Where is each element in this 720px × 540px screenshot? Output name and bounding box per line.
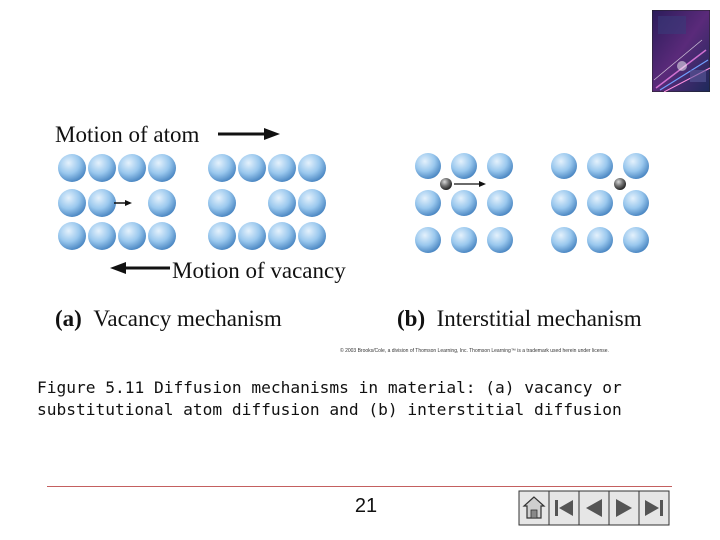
motion-of-vacancy-label: Motion of vacancy [172, 258, 346, 283]
footer-divider [47, 486, 672, 487]
motion-of-vacancy-arrow [110, 262, 170, 274]
previous-page-button[interactable] [578, 490, 610, 526]
last-page-icon [645, 500, 663, 516]
book-cover-image [652, 10, 710, 92]
panel-a-title: Vacancy mechanism [93, 306, 282, 331]
home-icon [522, 496, 546, 519]
page-number: 21 [354, 495, 378, 517]
panel-a-letter: (a) [55, 306, 82, 331]
motion-of-atom-label: Motion of atom [55, 122, 200, 147]
panel-b-letter: (b) [397, 306, 426, 331]
slide-navigation [518, 490, 670, 526]
interstitial-lattice [415, 153, 649, 253]
first-page-icon [555, 500, 573, 516]
figure-caption: Figure 5.11 Diffusion mechanisms in mate… [37, 378, 622, 419]
home-button[interactable] [518, 490, 550, 526]
next-page-button[interactable] [608, 490, 640, 526]
interstitial-atom-start [440, 178, 452, 190]
panel-b-label: (b) Interstitial mechanism [397, 306, 642, 332]
next-page-icon [616, 499, 632, 517]
diffusion-diagram [58, 128, 649, 274]
interstitial-atom-end [614, 178, 626, 190]
atom-jump-arrow [114, 200, 132, 206]
copyright-notice: © 2003 Brooks/Cole, a division of Thomso… [340, 348, 609, 354]
motion-of-atom-arrow [218, 128, 280, 140]
previous-page-icon [586, 499, 602, 517]
interstitial-jump-arrow [454, 181, 486, 187]
first-page-button[interactable] [548, 490, 580, 526]
last-page-button[interactable] [638, 490, 670, 526]
panel-b-title: Interstitial mechanism [436, 306, 642, 331]
panel-a-label: (a) Vacancy mechanism [55, 306, 282, 332]
vacancy-lattice [58, 154, 326, 250]
